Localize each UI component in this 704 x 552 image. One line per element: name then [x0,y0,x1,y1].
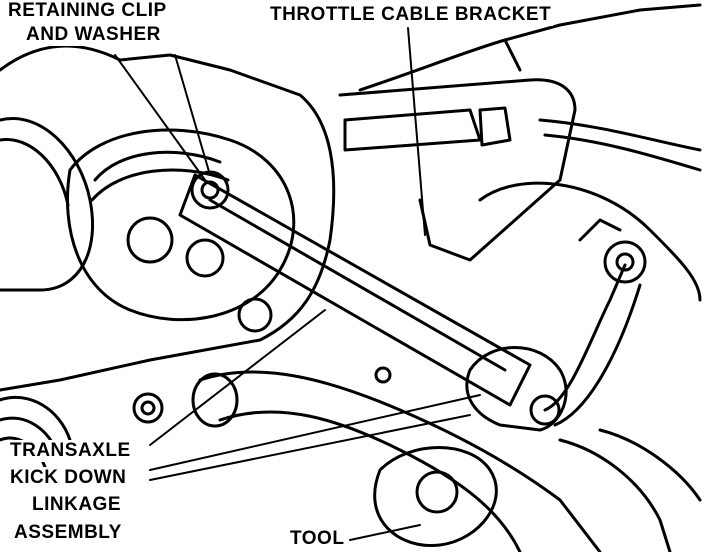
lower-tube [198,370,602,552]
tube-end [191,372,239,428]
label-tool: TOOL [288,528,347,550]
label-and-washer: AND WASHER [24,24,163,46]
link-pivot [603,240,647,284]
label-kick-down: KICK DOWN [8,467,129,489]
leader-bracket [407,27,426,236]
throttle-body [0,44,336,392]
leader-kickdown-2 [149,394,481,471]
throttle-cable-bracket [338,78,577,262]
label-assembly: ASSEMBLY [12,522,124,544]
link-arm [543,263,627,412]
bolt-hex [185,238,225,278]
leader-kickdown-1 [149,309,326,446]
leader-clip-2 [174,54,211,176]
leader-tool [349,524,421,541]
tool [373,446,498,548]
label-transaxle: TRANSAXLE [8,440,133,462]
linkage-clevis [465,346,568,432]
air-intake [0,117,95,292]
label-retaining-clip: RETAINING CLIP [6,0,169,22]
bolt-center [126,216,174,264]
leader-kickdown-3 [149,414,471,481]
kickdown-linkage-rod [178,173,532,407]
label-throttle-cable-bracket: THROTTLE CABLE BRACKET [268,4,554,26]
leader-clip [114,54,206,181]
bolt-lower [237,297,273,333]
bolt-nut [132,392,164,424]
throttle-body-housing [66,128,296,322]
label-linkage: LINKAGE [30,494,123,516]
mount-bracket [478,181,702,302]
